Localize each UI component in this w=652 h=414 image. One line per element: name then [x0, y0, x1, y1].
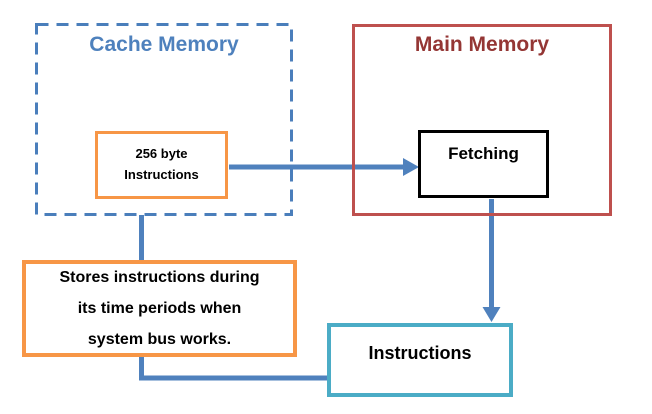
cache-instructions-line2: Instructions — [124, 167, 199, 182]
cache-memory-title: Cache Memory — [89, 33, 239, 56]
main-memory-title: Main Memory — [414, 33, 550, 56]
cache-instructions-block: 256 byte Instructions — [95, 131, 228, 199]
cache-note-line1: Stores instructions during — [59, 269, 260, 286]
cache-memory-dashed-border — [35, 23, 293, 216]
fetching-block: Fetching — [418, 130, 549, 198]
instructions-block: Instructions — [327, 323, 513, 397]
cache-instructions-line1: 256 byte — [135, 146, 188, 161]
cache-note-line3: system bus works. — [87, 331, 232, 348]
fetching-label: Fetching — [448, 144, 519, 163]
instructions-label: Instructions — [368, 342, 472, 363]
cacheblock-to-fetching-arrowhead-icon — [403, 158, 419, 176]
fetching-to-instructions-arrowhead-icon — [482, 307, 501, 322]
cache-note-block: Stores instructions during its time peri… — [22, 260, 297, 357]
main-memory-container — [352, 24, 612, 216]
cache-note-line2: its time periods when — [77, 300, 242, 317]
